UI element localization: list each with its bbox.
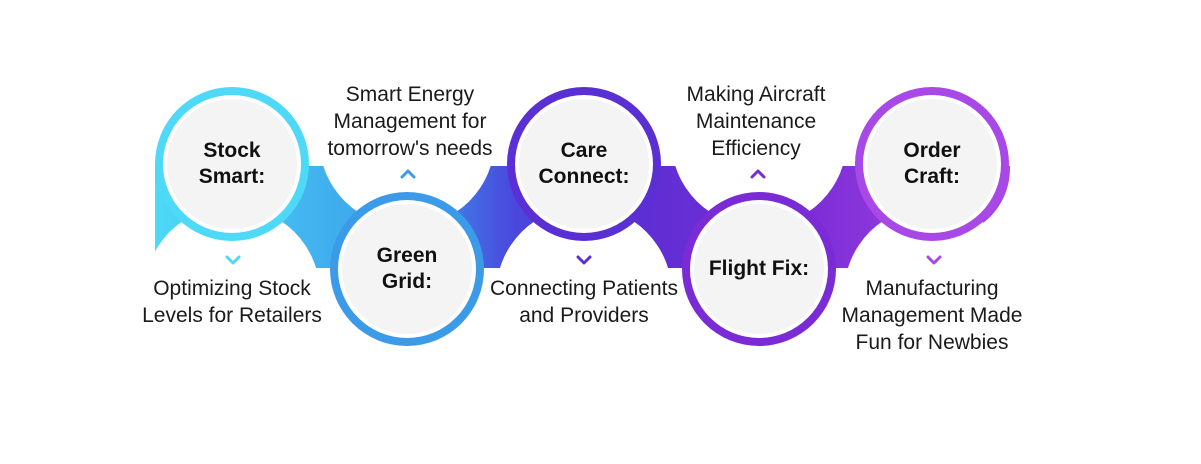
ribbon-cutout — [144, 206, 320, 382]
step-description-4: Making Aircraft Maintenance Efficiency — [686, 83, 826, 160]
chevron-down-icon — [225, 254, 241, 266]
chevron-up-icon — [400, 168, 416, 180]
step-description-3: Connecting Patients and Providers — [490, 277, 678, 327]
step-description-5: Manufacturing Management Made Fun for Ne… — [841, 277, 1023, 354]
step-description-1: Optimizing Stock Levels for Retailers — [142, 277, 322, 327]
step-node-3: Care Connect: — [519, 99, 649, 229]
ribbon-cutout — [319, 51, 495, 227]
step-title-2: Green Grid: — [376, 244, 438, 293]
step-title-5: Order Craft: — [903, 139, 961, 188]
step-title-3: Care Connect: — [538, 139, 630, 188]
step-title-4: Flight Fix: — [708, 257, 810, 280]
ribbon-cutout — [496, 206, 672, 382]
step-node-1: Stock Smart: — [167, 99, 297, 229]
chevron-down-icon — [576, 254, 592, 266]
step-node-2: Green Grid: — [342, 204, 472, 334]
ribbon-cutout — [671, 51, 847, 227]
step-node-4: Flight Fix: — [694, 204, 824, 334]
step-node-5: Order Craft: — [867, 99, 997, 229]
chevron-up-icon — [750, 168, 766, 180]
ribbon-cutout — [844, 206, 1020, 382]
step-title-1: Stock Smart: — [198, 139, 266, 188]
step-description-2: Smart Energy Management for tomorrow's n… — [327, 83, 493, 160]
chevron-down-icon — [926, 254, 942, 266]
